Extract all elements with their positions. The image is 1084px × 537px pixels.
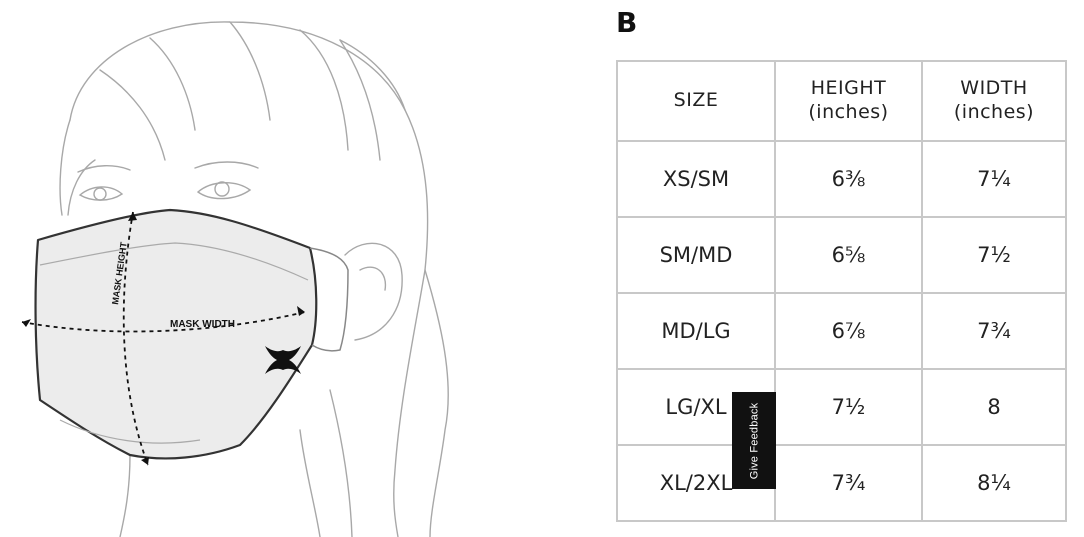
height-cell: 6⅜	[774, 140, 923, 218]
mask-body	[34, 208, 318, 460]
height-cell: 7½	[774, 368, 923, 446]
panel-letter: B	[616, 6, 638, 39]
table-row: XL/2XL 7¾ 8¼	[616, 444, 1067, 522]
size-cell: SM/MD	[616, 216, 776, 294]
size-cell: MD/LG	[616, 292, 776, 370]
height-cell: 6⅝	[774, 216, 923, 294]
height-cell: 6⅞	[774, 292, 923, 370]
left-eye	[78, 186, 124, 201]
ear	[344, 242, 403, 341]
table-row: SM/MD 6⅝ 7½	[616, 216, 1067, 294]
width-cell: 7½	[921, 216, 1067, 294]
give-feedback-button[interactable]: Give Feedback	[732, 392, 776, 489]
size-chart-table: SIZE HEIGHT (inches) WIDTH (inches) XS/S…	[616, 60, 1067, 522]
table-row: XS/SM 6⅜ 7¼	[616, 140, 1067, 218]
width-cell: 7¼	[921, 140, 1067, 218]
height-cell: 7¾	[774, 444, 923, 522]
width-cell: 8	[921, 368, 1067, 446]
mask-height-line	[122, 211, 149, 466]
right-eye	[196, 182, 252, 200]
mask-width-label: MASK WIDTH	[170, 319, 235, 330]
size-header: SIZE	[616, 60, 776, 142]
size-cell: XS/SM	[616, 140, 776, 218]
mask-illustration: MASK WIDTH MASK HEIGHT	[21, 21, 449, 537]
hair-outline	[69, 21, 449, 537]
give-feedback-label: Give Feedback	[748, 402, 760, 479]
width-cell: 8¼	[921, 444, 1067, 522]
under-armour-logo-icon	[265, 346, 301, 374]
table-row: LG/XL 7½ 8	[616, 368, 1067, 446]
table-header-row: SIZE HEIGHT (inches) WIDTH (inches)	[616, 60, 1067, 142]
width-cell: 7¾	[921, 292, 1067, 370]
table-row: MD/LG 6⅞ 7¾	[616, 292, 1067, 370]
height-header: HEIGHT (inches)	[774, 60, 923, 142]
width-header: WIDTH (inches)	[921, 60, 1067, 142]
